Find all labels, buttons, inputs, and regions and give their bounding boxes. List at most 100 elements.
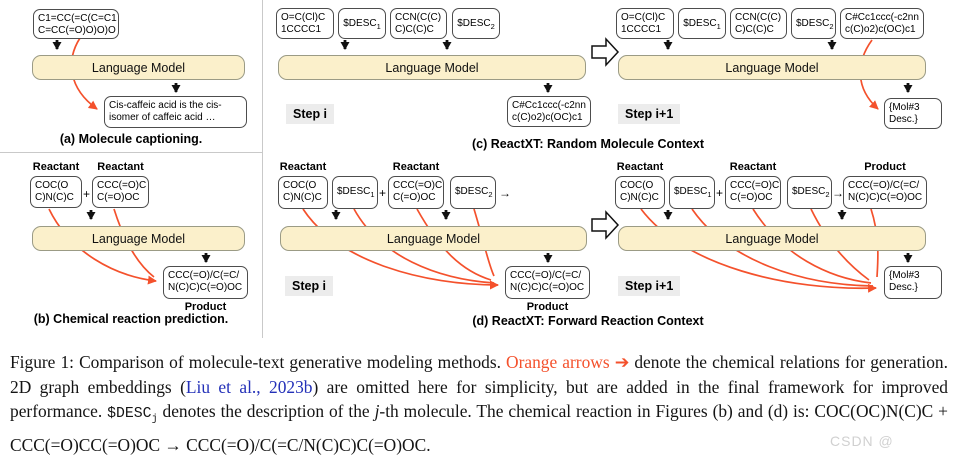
caption-seg3: ) are omitted here for simplicity, but a…	[10, 376, 948, 422]
panel-c-stepi-output-box: C#Cc1ccc(-c2nn c(C)o2)c(OC)c1	[507, 96, 591, 127]
panel-c-stepi1-output-box: {Mol#3 Desc.}	[884, 98, 942, 129]
language-model-label: Language Model	[385, 60, 479, 75]
panel-a-language-model-box: Language Model	[32, 55, 245, 80]
smiles-line: C)C(C)C	[395, 24, 434, 35]
panel-d-stepi-mol2-box: CCC(=O)C C(=O)OC	[388, 176, 444, 209]
smiles-line: C)N(C)C	[35, 192, 74, 203]
desc-token-inline: $DESCj	[107, 406, 158, 426]
panel-d-step-transition-arrow	[591, 210, 620, 240]
language-model-label: Language Model	[386, 231, 481, 246]
panel-d-stepi1-plus-operator: +	[716, 186, 724, 200]
panel-b-reactant2-header: Reactant	[97, 161, 144, 173]
smiles-line: CCC(=O)/C(=C/	[168, 270, 240, 281]
panel-a-output-caption-box: Cis-caffeic acid is the cis- isomer of c…	[104, 96, 247, 128]
smiles-line: C(=O)OC	[730, 192, 773, 203]
panel-a-input-molecule-box: C1=CC(=C(C=C1 C=CC(=O)O)O)O	[33, 9, 119, 39]
output-text-line: Desc.}	[889, 282, 918, 293]
panel-d-stepi-product-header: Product	[526, 301, 569, 313]
panel-d-stepi1-output-box: {Mol#3 Desc.}	[884, 266, 942, 299]
panel-b-language-model-box: Language Model	[32, 226, 245, 251]
panel-d-stepi-mol1-box: COC(O C)N(C)C	[278, 176, 328, 209]
smiles-line: c(C)o2)c(OC)c1	[512, 112, 583, 123]
panel-d-stepi1-reactant2-header: Reactant	[729, 161, 777, 173]
caption-seg6: CCC(=O)/C(=C/N(C)C)C(=O)OC.	[181, 434, 431, 455]
panel-c-stepi1-mol1-box: O=C(Cl)C 1CCCC1	[616, 8, 674, 39]
desc-token: $DESC	[796, 18, 830, 29]
panel-c-stepi1-mol3-box: C#Cc1ccc(-c2nn c(C)o2)c(OC)c1	[840, 8, 924, 39]
panel-d-stepi1-language-model-box: Language Model	[618, 226, 926, 251]
smiles-line: CCC(=O)C	[97, 180, 147, 191]
smiles-line: 1CCCC1	[621, 24, 662, 35]
smiles-line: c(C)o2)c(OC)c1	[845, 24, 916, 35]
caption-orange-text: Orange arrows	[506, 352, 615, 372]
panel-d-stepi-black-arrows	[331, 210, 553, 263]
desc-token: $DESC	[683, 18, 717, 29]
caption-seg4: denotes the description of the	[157, 401, 375, 422]
language-model-label: Language Model	[725, 60, 819, 75]
smiles-line: C(=O)OC	[97, 192, 140, 203]
figure-caption: Figure 1: Comparison of molecule-text ge…	[10, 350, 948, 457]
smiles-line: C(=O)OC	[393, 192, 436, 203]
smiles-line: CCC(=O)/C(=C/	[848, 180, 920, 191]
panel-d-stepi-plus-operator: +	[379, 186, 387, 200]
panel-d-stepi-reactant1-header: Reactant	[279, 161, 327, 173]
panel-d-stepi1-label: Step i+1	[618, 276, 681, 296]
panel-b-product-header: Product	[184, 301, 227, 313]
smiles-line: COC(O	[620, 180, 654, 191]
desc-token: $DESC	[457, 18, 491, 29]
panel-c-stepi-black-arrows	[340, 40, 553, 93]
output-text-line: {Mol#3	[889, 270, 920, 281]
panel-d-stepi1-mol2-box: CCC(=O)C C(=O)OC	[725, 176, 781, 209]
panel-c-stepi1-mol2-box: CCN(C(C) C)C(C)C	[730, 8, 787, 39]
panel-c-caption: (c) ReactXT: Random Molecule Context	[472, 137, 704, 151]
smiles-line: C)C(C)C	[735, 24, 774, 35]
smiles-line: C)N(C)C	[620, 192, 659, 203]
smiles-line: N(C)C)C(=O)OC	[510, 282, 585, 293]
panel-d-stepi-reaction-arrow: →	[499, 186, 511, 200]
panel-b-caption: (b) Chemical reaction prediction.	[33, 312, 229, 326]
smiles-line: C#Cc1ccc(-c2nn	[512, 100, 586, 111]
horizontal-divider-left	[0, 152, 262, 154]
panel-d-caption: (d) ReactXT: Forward Reaction Context	[472, 314, 704, 328]
smiles-line: N(C)C)C(=O)OC	[168, 282, 243, 293]
desc-token-sub: j	[151, 414, 158, 426]
smiles-line: COC(O	[283, 180, 317, 191]
smiles-line: C)N(C)C	[283, 192, 322, 203]
desc-token: $DESC	[455, 186, 489, 197]
desc-subscript: 2	[490, 22, 495, 31]
smiles-line: CCC(=O)/C(=C/	[510, 270, 582, 281]
citation-link[interactable]: Liu et al., 2023b	[185, 376, 313, 397]
panel-c-stepi1-label: Step i+1	[618, 104, 681, 124]
language-model-label: Language Model	[91, 60, 186, 75]
panel-a-caption: (a) Molecule captioning.	[59, 132, 203, 146]
panel-b-reactant1-header: Reactant	[32, 161, 80, 173]
desc-token: $DESC	[674, 186, 708, 197]
panel-d-stepi1-desc1-box: $DESC1	[669, 176, 715, 209]
panel-c-stepi1-desc2-box: $DESC2	[791, 8, 836, 39]
caption-seg1: Figure 1: Comparison of molecule-text ge…	[10, 352, 507, 372]
panel-d-stepi-language-model-box: Language Model	[280, 226, 587, 251]
panel-c-stepi1-desc1-box: $DESC1	[678, 8, 726, 39]
desc-subscript: 2	[488, 190, 493, 199]
smiles-line: C1=CC(=C(C=C1	[38, 13, 117, 24]
desc-token-base: $DESC	[107, 406, 152, 423]
panel-b-black-arrows	[86, 210, 211, 263]
panel-b-plus-operator: +	[83, 187, 91, 201]
panel-d-stepi-label: Step i	[285, 276, 334, 296]
panel-d-stepi-desc1-box: $DESC1	[332, 176, 378, 209]
desc-subscript: 1	[376, 22, 381, 31]
desc-token: $DESC	[792, 186, 826, 197]
panel-b-reactant1-box: COC(O C)N(C)C	[30, 176, 82, 208]
desc-subscript: 2	[829, 22, 834, 31]
panel-d-stepi-reactant2-header: Reactant	[392, 161, 440, 173]
panel-b-reactant2-box: CCC(=O)C C(=O)OC	[92, 176, 149, 208]
desc-token: $DESC	[337, 186, 371, 197]
smiles-line: N(C)C)C(=O)OC	[848, 192, 923, 203]
panel-d-stepi1-product-header: Product	[864, 161, 906, 173]
caption-seg5: -th molecule. The chemical reaction in F…	[10, 401, 948, 455]
smiles-line: 1CCCC1	[281, 24, 322, 35]
panel-d-stepi1-reaction-arrow: →	[832, 186, 844, 200]
smiles-line: O=C(Cl)C	[281, 12, 326, 23]
panel-d-stepi1-desc2-box: $DESC2	[787, 176, 832, 209]
